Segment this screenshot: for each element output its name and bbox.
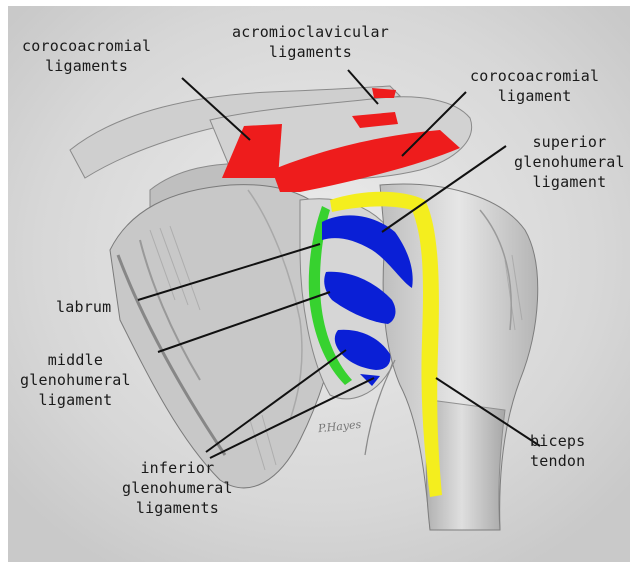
label-corocoacromial-ligaments: corocoacromial ligaments — [22, 36, 151, 76]
label-labrum: labrum — [56, 297, 111, 317]
label-biceps-tendon: biceps tendon — [530, 431, 585, 471]
label-middle-glenohumeral-ligament: middle glenohumeral ligament — [20, 350, 131, 410]
label-superior-glenohumeral-ligament: superior glenohumeral ligament — [514, 132, 625, 192]
label-corocoacromial-ligament: corocoacromial ligament — [470, 66, 599, 106]
label-acromioclavicular-ligaments: acromioclavicular ligaments — [232, 22, 389, 62]
label-inferior-glenohumeral-ligaments: inferior glenohumeral ligaments — [122, 458, 233, 518]
